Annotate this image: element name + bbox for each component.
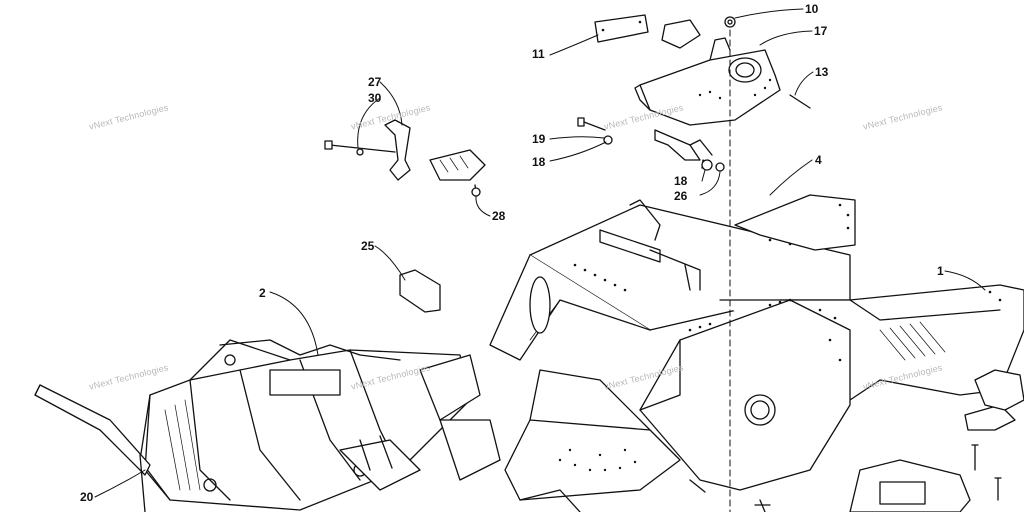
- bottom-bracket: [519, 489, 581, 512]
- bottom-bolt: [754, 499, 771, 512]
- callout-25: 25: [361, 239, 375, 253]
- leader-11: [549, 34, 599, 56]
- rod-13: [789, 94, 811, 109]
- plate-11: [594, 14, 649, 43]
- callout-11: 11: [532, 47, 545, 61]
- leader-25: [374, 245, 406, 281]
- callout-1: 1: [937, 264, 944, 278]
- leader-19: [549, 136, 605, 140]
- leader-1: [944, 270, 986, 291]
- leader-13: [794, 71, 814, 96]
- callout-28: 28: [492, 209, 506, 223]
- leader-18b: [701, 169, 706, 182]
- callout-18: 18: [532, 155, 546, 169]
- footrest-pan: [504, 369, 681, 501]
- callout-13: 13: [815, 65, 829, 79]
- nut-26: [715, 162, 725, 172]
- leader-10: [734, 8, 804, 19]
- callout-18: 18: [674, 174, 688, 188]
- washer-18b: [701, 159, 713, 171]
- plate-25: [399, 269, 441, 313]
- leader-26: [699, 171, 721, 196]
- callout-19: 19: [532, 132, 546, 146]
- wedge-bracket: [661, 19, 701, 49]
- nut-10: [724, 16, 736, 28]
- leader-4: [769, 159, 813, 196]
- leader-18a: [549, 141, 607, 162]
- hood-latch: [324, 119, 486, 197]
- callout-27: 27: [368, 75, 382, 89]
- leader-20: [94, 469, 146, 498]
- front-cradle: [139, 339, 501, 511]
- frame-tunnel: [489, 194, 1024, 491]
- callout-30: 30: [368, 91, 382, 105]
- leader-lines: [94, 8, 986, 498]
- leader-2: [269, 291, 319, 356]
- leader-30: [357, 97, 381, 149]
- steering-bracket: [634, 37, 781, 126]
- leader-17: [759, 30, 813, 46]
- bolt-19: [577, 117, 606, 131]
- side-brace: [34, 384, 151, 512]
- leader-28: [475, 195, 491, 217]
- callout-20: 20: [80, 490, 94, 504]
- callout-17: 17: [814, 24, 828, 38]
- callout-2: 2: [259, 286, 266, 300]
- callout-26: 26: [674, 189, 688, 203]
- leader-27: [379, 81, 403, 126]
- bottom-pin: [689, 479, 706, 493]
- callout-4: 4: [815, 153, 822, 167]
- callout-10: 10: [805, 2, 819, 16]
- rear-right-parts: [849, 369, 1024, 512]
